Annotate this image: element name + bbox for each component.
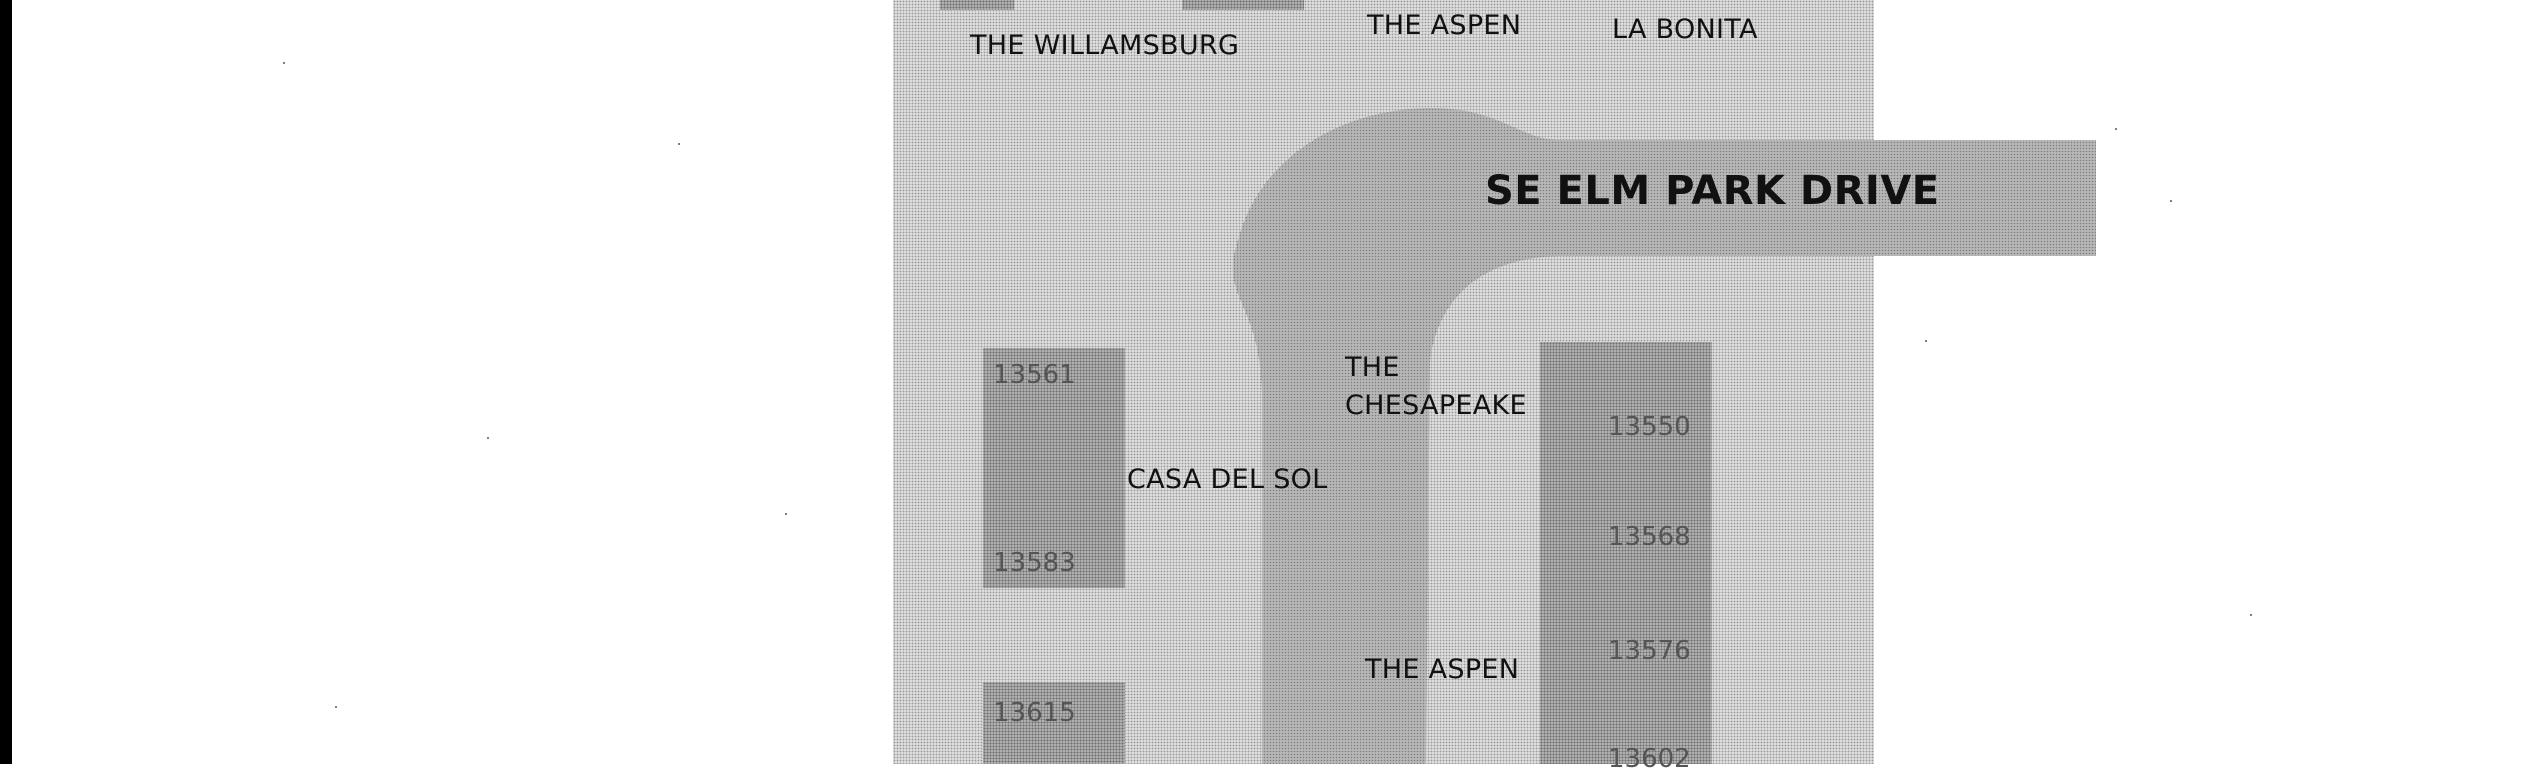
speck [2250,614,2252,616]
left-border [0,0,12,764]
building-edge [1182,0,1304,10]
address-13583: 13583 [993,548,1076,578]
address-13615: 13615 [993,698,1076,728]
label-chesapeake-line2: CHESAPEAKE [1345,390,1527,421]
speck [678,143,680,145]
address-13576: 13576 [1608,636,1691,666]
speck [335,706,337,708]
building-13615 [983,682,1125,764]
speck [487,437,489,439]
label-aspen-lower: THE ASPEN [1365,654,1520,685]
address-13568: 13568 [1608,522,1691,552]
label-aspen-top: THE ASPEN [1367,10,1522,41]
street-name: SE ELM PARK DRIVE [1485,168,1940,214]
address-13550: 13550 [1608,412,1691,442]
label-chesapeake-line1: THE [1345,352,1400,383]
building-casa-del-sol [983,348,1125,588]
address-13602: 13602 [1608,744,1691,774]
speck [785,513,787,515]
label-casa-del-sol: CASA DEL SOL [1127,464,1328,495]
building-right-row [1540,342,1712,764]
building-edge [940,0,1014,10]
speck [1925,340,1927,342]
address-13561: 13561 [993,360,1076,390]
label-willamsburg: THE WILLAMSBURG [970,30,1240,61]
speck [2115,128,2117,130]
speck [2170,200,2172,202]
road-surface [1232,108,2096,764]
label-la-bonita: LA BONITA [1612,14,1758,45]
speck [283,62,285,64]
